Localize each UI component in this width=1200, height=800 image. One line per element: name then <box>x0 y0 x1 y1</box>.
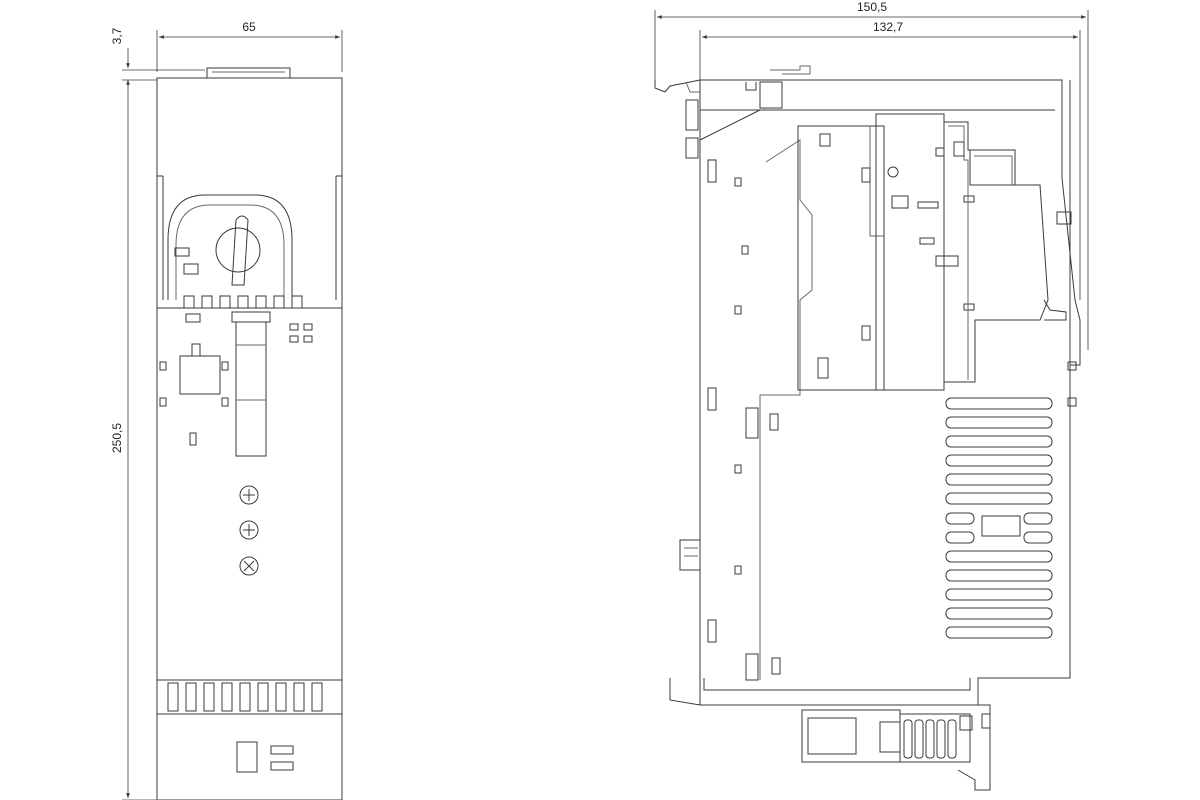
front-terminal-block <box>159 343 229 407</box>
dimension-label-front-height: 250,5 <box>110 423 124 453</box>
slide-lever <box>235 321 267 457</box>
front-bottom-connector <box>236 741 258 773</box>
side-contactor-module <box>944 121 1049 383</box>
dimension-front-width: 65 <box>156 20 343 72</box>
side-bottom-connector <box>801 709 991 763</box>
dimension-side-overall: 150,5 <box>654 0 1089 350</box>
dimension-side-body: 132,7 <box>699 20 1081 300</box>
dimension-label-top-offset: 3,7 <box>110 27 124 44</box>
dimension-label-side-body: 132,7 <box>873 20 903 34</box>
slide-lever-top <box>231 311 271 323</box>
front-view: 65 3,7 250,5 <box>110 20 343 800</box>
dimension-label-side-overall: 150,5 <box>857 0 887 14</box>
dimension-label-front-width: 65 <box>242 20 256 34</box>
side-housing-outline <box>699 79 1081 706</box>
dimension-front-height: 3,7 250,5 <box>110 27 205 800</box>
screw-terminal-3 <box>239 556 259 576</box>
side-view: 150,5 132,7 <box>654 0 1089 791</box>
front-contact-teeth <box>183 295 303 309</box>
front-top-clip <box>206 67 291 79</box>
front-vent-slots <box>157 679 342 715</box>
switch-handle <box>231 215 249 286</box>
rotary-switch <box>167 194 293 300</box>
screw-terminal-1 <box>239 485 259 505</box>
switch-knob <box>215 227 261 273</box>
side-vent-slots <box>945 397 1053 639</box>
screw-terminal-2 <box>239 520 259 540</box>
side-switch-module <box>797 125 885 391</box>
